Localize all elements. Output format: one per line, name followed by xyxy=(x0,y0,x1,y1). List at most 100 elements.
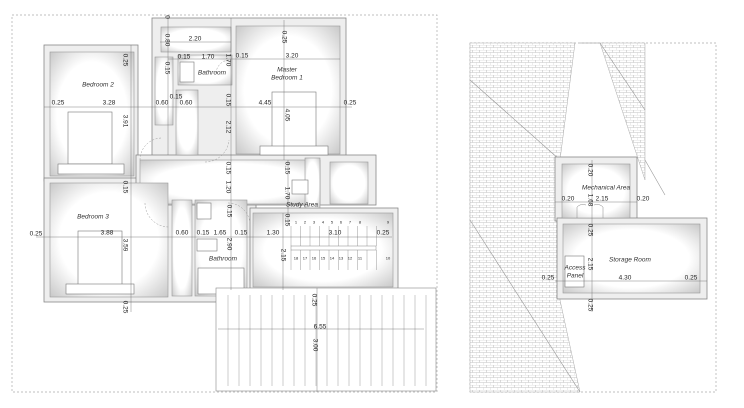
dimension-label: 3.59 xyxy=(121,238,129,252)
dimension-label: 2.12 xyxy=(224,120,232,134)
stair-step-number: 5 xyxy=(330,219,334,225)
dimension-label: 0.15 xyxy=(235,52,249,60)
stair-step-number: 4 xyxy=(321,219,325,225)
stair-step-number: 16 xyxy=(311,255,317,261)
dimension-label: 0.25 xyxy=(51,99,65,107)
dimension-label: 3.20 xyxy=(285,52,299,60)
dimension-label: 3.10 xyxy=(328,229,342,237)
dimension-label: 2.20 xyxy=(188,35,202,43)
bed-master xyxy=(271,91,317,151)
dimension-label: 3.00 xyxy=(311,338,319,352)
dimension-lines xyxy=(36,15,424,392)
dimension-label: 1.70 xyxy=(283,186,291,200)
dimension-label: 0.15 xyxy=(196,229,210,237)
dimension-label: 0.25 xyxy=(684,274,698,282)
dimension-label: 0.25 xyxy=(121,300,129,314)
dimension-label: 0.25 xyxy=(29,230,43,238)
side-box xyxy=(329,161,369,205)
dimension-label: 3.28 xyxy=(102,99,116,107)
room-label-master-2: Bedroom 1 xyxy=(271,74,303,82)
door-swings xyxy=(139,59,251,228)
room-label-bedroom2: Bedroom 2 xyxy=(82,81,114,89)
access-panel xyxy=(564,255,585,288)
dimension-label: 0.15 xyxy=(283,213,291,227)
dimension-label: 0.60 xyxy=(155,99,169,107)
dimension-label: 0.25 xyxy=(586,298,594,312)
dimension-label: 3.91 xyxy=(121,114,129,128)
dimension-label: 0.25 xyxy=(280,30,288,44)
dimension-label: 1.30 xyxy=(266,229,280,237)
closet2 xyxy=(175,89,199,156)
stair-step-number: 12 xyxy=(347,255,353,261)
stair-step-number: 11 xyxy=(357,255,363,261)
room-label-study: Study Area xyxy=(286,201,318,209)
dimension-label: 0.25 xyxy=(343,99,357,107)
stair-step-number: 10 xyxy=(385,255,391,261)
stair-step-number: 6 xyxy=(339,219,343,225)
stair-handrail xyxy=(290,245,377,251)
dimension-label: 1.68 xyxy=(586,193,594,207)
dimension-label: 0.60 xyxy=(179,99,193,107)
tub-top xyxy=(160,26,232,53)
closet xyxy=(154,56,174,126)
storage-room xyxy=(562,223,701,294)
dimension-label: 1.70 xyxy=(224,53,232,67)
dimension-label: 0.15 xyxy=(121,180,129,194)
toilet xyxy=(196,238,218,252)
bed-bedroom2 xyxy=(67,111,113,165)
roof-hatch xyxy=(469,42,666,393)
mechanical-area xyxy=(561,163,631,219)
stair-step-number: 18 xyxy=(293,255,299,261)
stair-step-number: 13 xyxy=(338,255,344,261)
stair-step-number: 1 xyxy=(294,219,298,225)
dimension-label: 6.55 xyxy=(313,323,327,331)
dimension-label: 4.05 xyxy=(283,108,291,122)
stair-step-number: 17 xyxy=(302,255,308,261)
room-label-mechanical: Mechanical Area xyxy=(581,184,631,192)
room-label-storage: Storage Room xyxy=(609,256,651,264)
dimension-label: 1.65 xyxy=(213,229,227,237)
stair-step-number: 7 xyxy=(348,219,352,225)
dimension-label: 0.25 xyxy=(310,293,318,307)
sink-bottom xyxy=(196,202,212,220)
dimension-label: 3.88 xyxy=(100,229,114,237)
dimension-label: 0.15 xyxy=(225,204,233,218)
dimension-label: 2.15 xyxy=(279,248,287,262)
dimension-label: 0.80 xyxy=(163,33,171,47)
desk-chair xyxy=(291,179,309,195)
dimension-label: 0.15 xyxy=(224,93,232,107)
stair-step-number: 8 xyxy=(358,219,362,225)
dimension-label: 1.70 xyxy=(201,53,215,61)
wardrobe xyxy=(171,199,193,297)
dimension-label: 0.25 xyxy=(376,229,390,237)
room-label-bathroom-bottom: Bathroom xyxy=(208,255,238,263)
dimension-label: 0.20 xyxy=(561,195,575,203)
sink-top xyxy=(179,61,195,83)
dimension-label: 0.15 xyxy=(283,161,291,175)
access-panel-label-1: Access xyxy=(564,264,586,272)
deck xyxy=(215,287,437,392)
dimension-label: 0.15 xyxy=(163,61,171,75)
dimension-label: 0.15 xyxy=(234,229,248,237)
dimension-label: 4.45 xyxy=(258,99,272,107)
room-label-bathroom-top: Bathroom xyxy=(197,69,227,77)
dimension-label: 0 xyxy=(163,15,171,19)
dimension-label: 0.60 xyxy=(175,229,189,237)
stair-step-number: 2 xyxy=(303,219,307,225)
stair-step-number: 3 xyxy=(312,219,316,225)
stair-step-number: 9 xyxy=(386,219,390,225)
dimension-label: 0.25 xyxy=(541,274,555,282)
stair-step-number: 14 xyxy=(329,255,335,261)
bed-bedroom3 xyxy=(77,230,123,289)
dimension-label: 0.15 xyxy=(169,93,183,101)
dimension-label: 0.20 xyxy=(586,163,594,177)
room-label-master-1: Master xyxy=(277,66,297,74)
dimension-label: 0.20 xyxy=(636,195,650,203)
site-boundary-left xyxy=(11,14,438,393)
dimension-label: 2.15 xyxy=(586,257,594,271)
dimension-label: 0.25 xyxy=(121,53,129,67)
dimension-label: 2.15 xyxy=(595,195,609,203)
dimension-label: 1.20 xyxy=(224,180,232,194)
